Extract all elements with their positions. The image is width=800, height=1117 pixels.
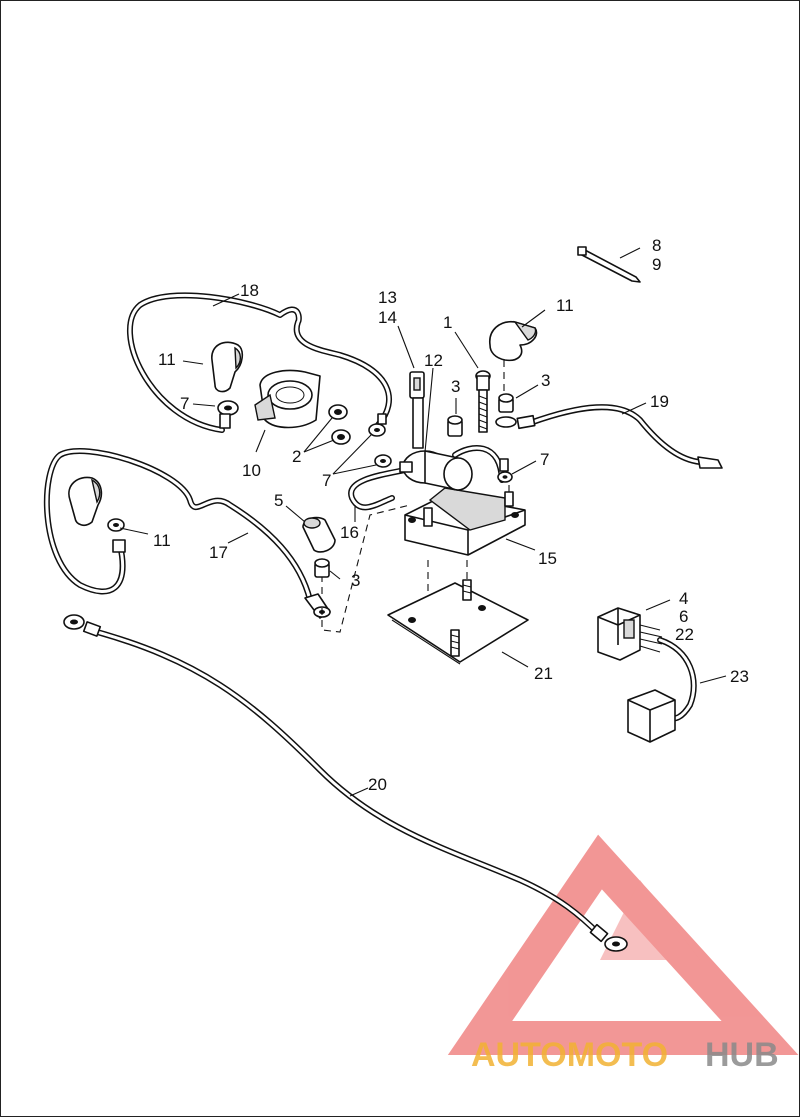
callout-1: 1: [443, 313, 452, 332]
callout-19: 19: [650, 392, 669, 411]
ring-terminal-7-right: [497, 458, 513, 483]
callout-15: 15: [538, 549, 557, 568]
connector-4: [597, 607, 663, 661]
callout-5: 5: [274, 491, 283, 510]
callout-9: 9: [652, 255, 661, 274]
callout-labels: 1 2 3 3 3 4 5 6 7 7 7 8 9 10 11 11 11 12…: [153, 236, 749, 794]
callout-10: 10: [242, 461, 261, 480]
ring-terminal-7-left: [217, 400, 239, 429]
battery-cable-20: [63, 614, 628, 952]
callout-16: 16: [340, 523, 359, 542]
solenoid-12: [399, 450, 473, 491]
callout-14: 14: [378, 308, 397, 327]
bolt-1: [475, 370, 491, 433]
callout-17: 17: [209, 543, 228, 562]
callout-7-right: 7: [540, 450, 549, 469]
boot-11-lower: [68, 476, 103, 527]
callout-11-top: 11: [556, 296, 574, 315]
leader-lines: [119, 247, 727, 797]
callout-18: 18: [240, 281, 259, 300]
nut-3-lower: [314, 558, 330, 578]
callout-21: 21: [534, 664, 553, 683]
callout-4: 4: [679, 589, 688, 608]
nut-3-top-left: [447, 415, 463, 437]
watermark-brand-auto: AUTOMOTO: [471, 1036, 668, 1074]
ring-terminal-7-mid2: [374, 454, 392, 468]
callout-13: 13: [378, 288, 397, 307]
nut-3-top-right: [495, 393, 517, 428]
callout-11-left: 11: [158, 350, 176, 369]
plate-21: [387, 579, 529, 665]
callout-6: 6: [679, 607, 688, 626]
watermark-brand-hub: HUB: [705, 1036, 779, 1074]
callout-11-lower: 11: [153, 531, 171, 550]
callout-3-top-right: 3: [541, 371, 550, 390]
callout-12: 12: [424, 351, 443, 370]
clamp-10: [254, 369, 321, 429]
assembly-lines: [321, 360, 510, 633]
callout-20: 20: [368, 775, 387, 794]
nut-2-upper: [328, 404, 348, 420]
cable-18: [127, 292, 392, 433]
module-23: [627, 637, 697, 743]
watermark-text: AUTOMOTO HUB: [471, 1036, 779, 1074]
cap-5: [302, 516, 336, 553]
bracket-15: [404, 487, 526, 556]
callout-7-left: 7: [180, 394, 189, 413]
ring-terminal-7-mid1: [368, 413, 387, 437]
callout-2: 2: [292, 447, 301, 466]
connector-13: [409, 371, 425, 449]
cable-19: [516, 404, 723, 469]
callout-3-lower: 3: [351, 571, 360, 590]
cable-16: [348, 467, 408, 511]
cable-17: [43, 448, 331, 619]
boot-11-left: [211, 341, 244, 393]
callout-3-top-left: 3: [451, 377, 460, 396]
ring-terminal-11-lower: [107, 518, 126, 553]
cable-strap-8: [577, 246, 641, 283]
callout-23: 23: [730, 667, 749, 686]
nut-2-lower: [331, 429, 351, 445]
callout-22: 22: [675, 625, 694, 644]
callout-7-mid: 7: [322, 471, 331, 490]
boot-11-top: [489, 320, 538, 362]
callout-8: 8: [652, 236, 661, 255]
